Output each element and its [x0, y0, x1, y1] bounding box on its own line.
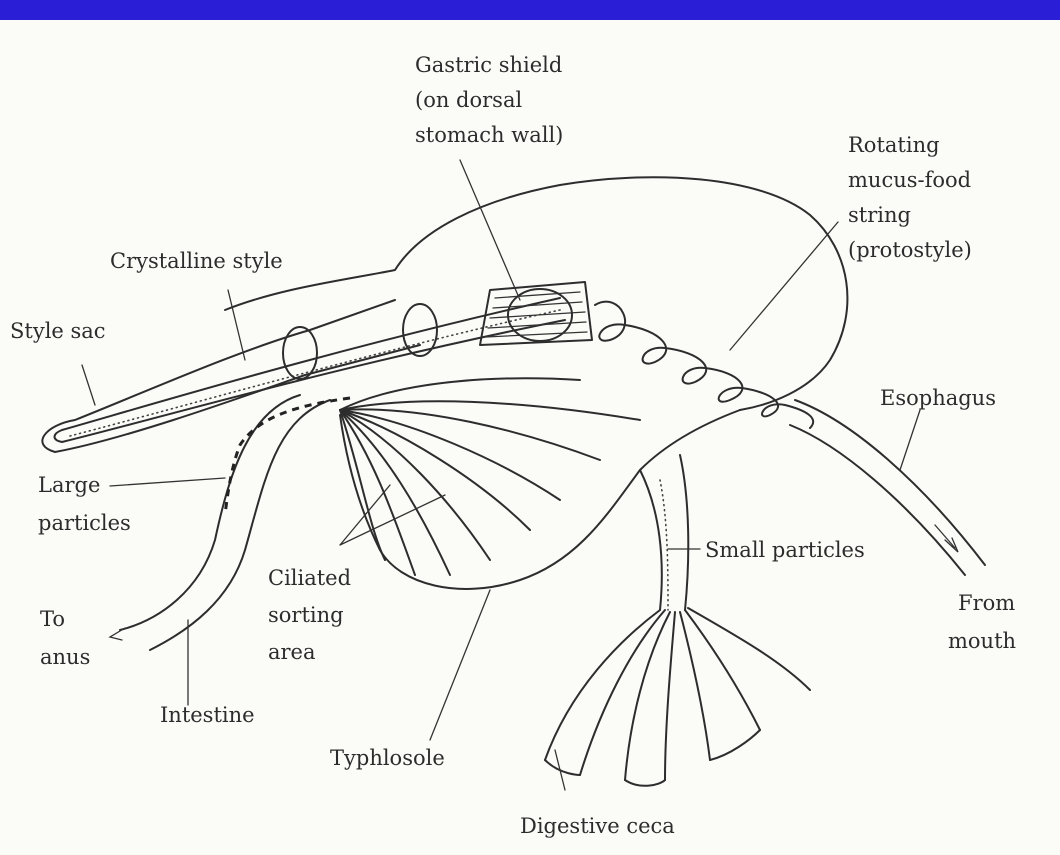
- label-from-mouth-1: From: [958, 591, 1015, 615]
- label-gastric-shield-2: (on dorsal: [415, 88, 522, 112]
- label-from-mouth-2: mouth: [948, 629, 1016, 653]
- label-style-sac: Style sac: [10, 319, 106, 343]
- rotation-arrow-1: [283, 327, 317, 379]
- label-crystalline-style: Crystalline style: [110, 249, 283, 273]
- rotation-arrow-2: [403, 304, 437, 356]
- label-rotating-4: (protostyle): [848, 238, 972, 262]
- label-to-anus-2: anus: [40, 645, 90, 669]
- label-typhlosole: Typhlosole: [330, 746, 445, 770]
- label-to-anus-1: To: [40, 607, 65, 631]
- label-digestive-ceca: Digestive ceca: [520, 814, 675, 838]
- label-rotating-2: mucus-food: [848, 168, 971, 192]
- label-large-particles-1: Large: [38, 473, 100, 497]
- label-ciliated-3: area: [268, 640, 316, 664]
- ciliated-sorting-ridges: [340, 378, 640, 575]
- label-ciliated-2: sorting: [268, 603, 344, 627]
- protostyle-coil: [595, 302, 813, 428]
- digestive-ceca: [545, 608, 810, 786]
- label-small-particles: Small particles: [705, 538, 865, 562]
- label-intestine: Intestine: [160, 703, 255, 727]
- label-esophagus: Esophagus: [880, 386, 996, 410]
- label-rotating-3: string: [848, 203, 911, 227]
- crystalline-style-rod: [55, 298, 566, 442]
- label-gastric-shield-3: stomach wall): [415, 123, 563, 147]
- large-particles-path: [225, 398, 350, 515]
- label-gastric-shield-1: Gastric shield: [415, 53, 562, 77]
- label-rotating-1: Rotating: [848, 133, 940, 157]
- ceca-duct: [640, 455, 688, 610]
- label-large-particles-2: particles: [38, 511, 131, 535]
- label-ciliated-1: Ciliated: [268, 566, 351, 590]
